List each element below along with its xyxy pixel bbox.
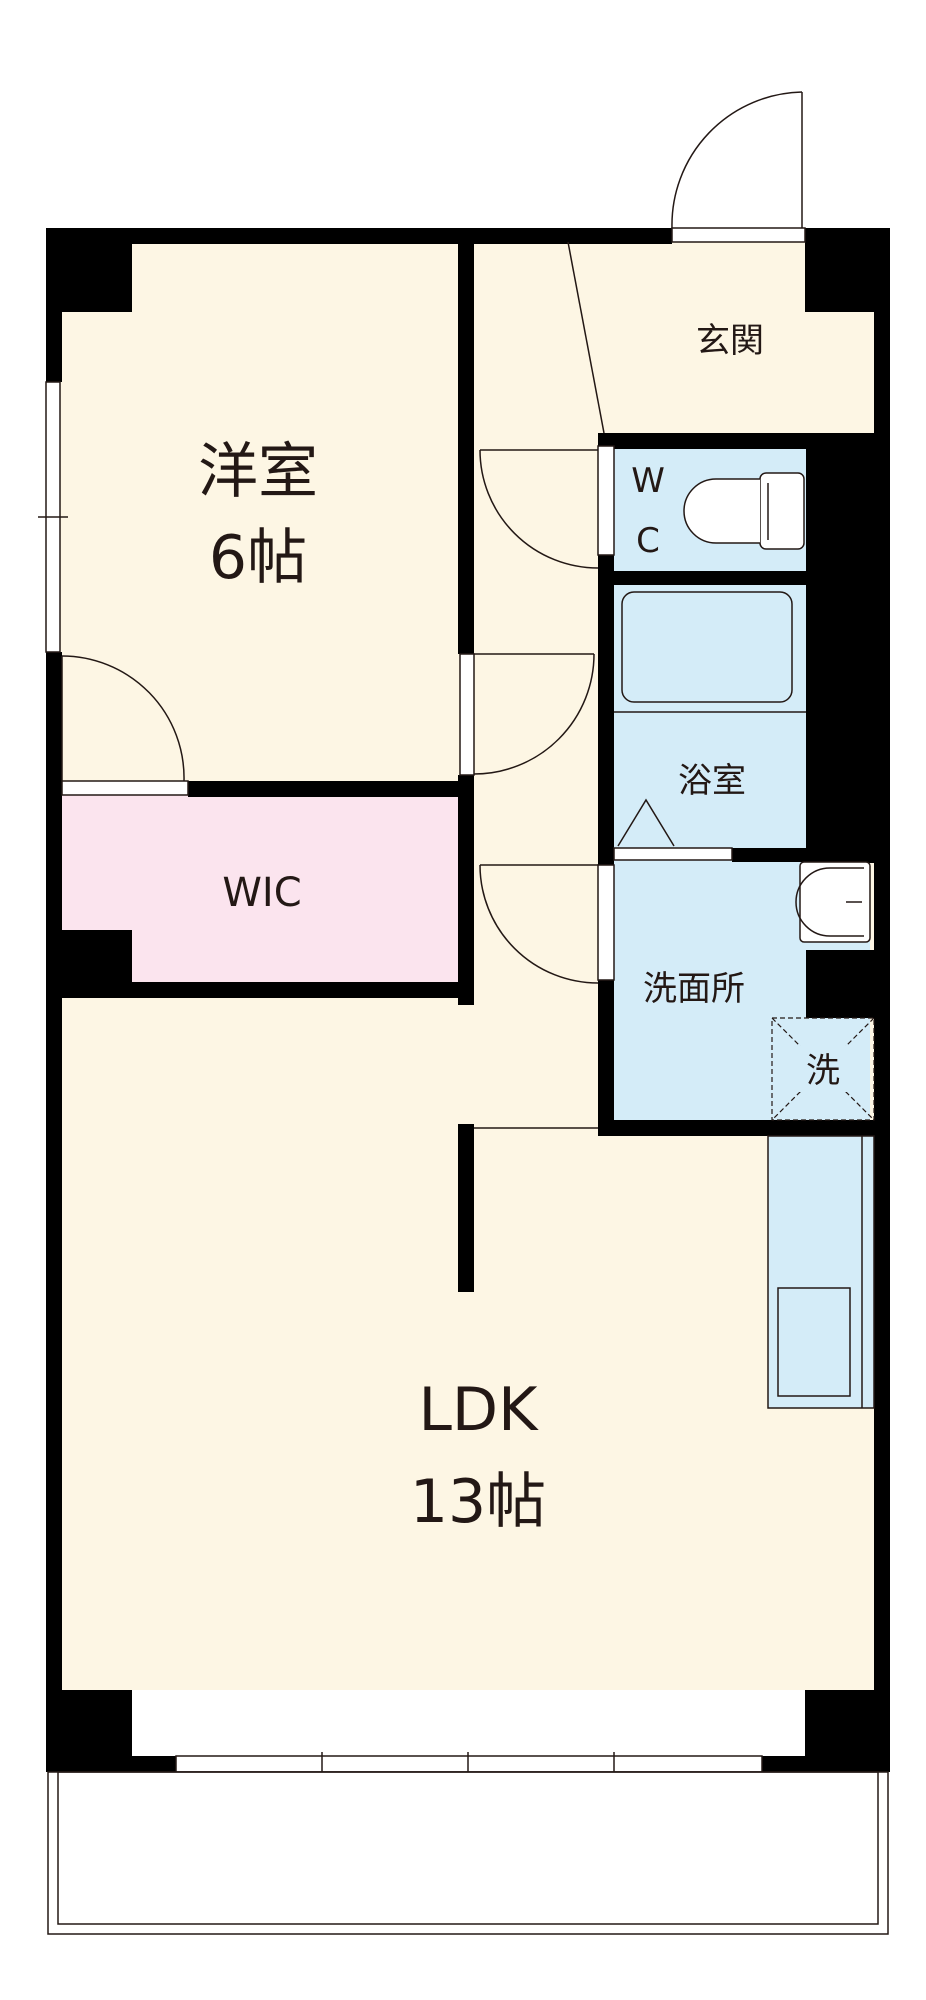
balcony [47, 1771, 889, 1935]
western-room-floor [60, 242, 460, 790]
ldk-name: LDK [419, 1375, 540, 1445]
washer-label-bg [792, 1046, 854, 1092]
bathtub-icon [621, 591, 793, 703]
kitchen-counter [767, 1135, 875, 1409]
walls [46, 228, 890, 1772]
interior-doors [61, 445, 733, 1129]
wic-label: WIC [222, 870, 301, 916]
toilet-label-c: C [636, 521, 660, 561]
front-door [671, 91, 806, 243]
washer-label: 洗 [806, 1051, 840, 1091]
toilet-fixture [683, 472, 805, 550]
bathroom-label: 浴室 [678, 761, 746, 801]
toilet-label-w: W [631, 461, 665, 501]
bathroom-floor [612, 585, 810, 848]
western-room-size: 6帖 [209, 523, 307, 593]
ldk-size: 13帖 [410, 1467, 546, 1537]
windows [38, 381, 763, 1776]
entrance-label: 玄関 [696, 321, 764, 361]
entrance-step-line [567, 241, 605, 434]
wash-basin-icon [795, 861, 871, 943]
western-room-name: 洋室 [198, 437, 318, 507]
washroom-label: 洗面所 [643, 969, 745, 1009]
